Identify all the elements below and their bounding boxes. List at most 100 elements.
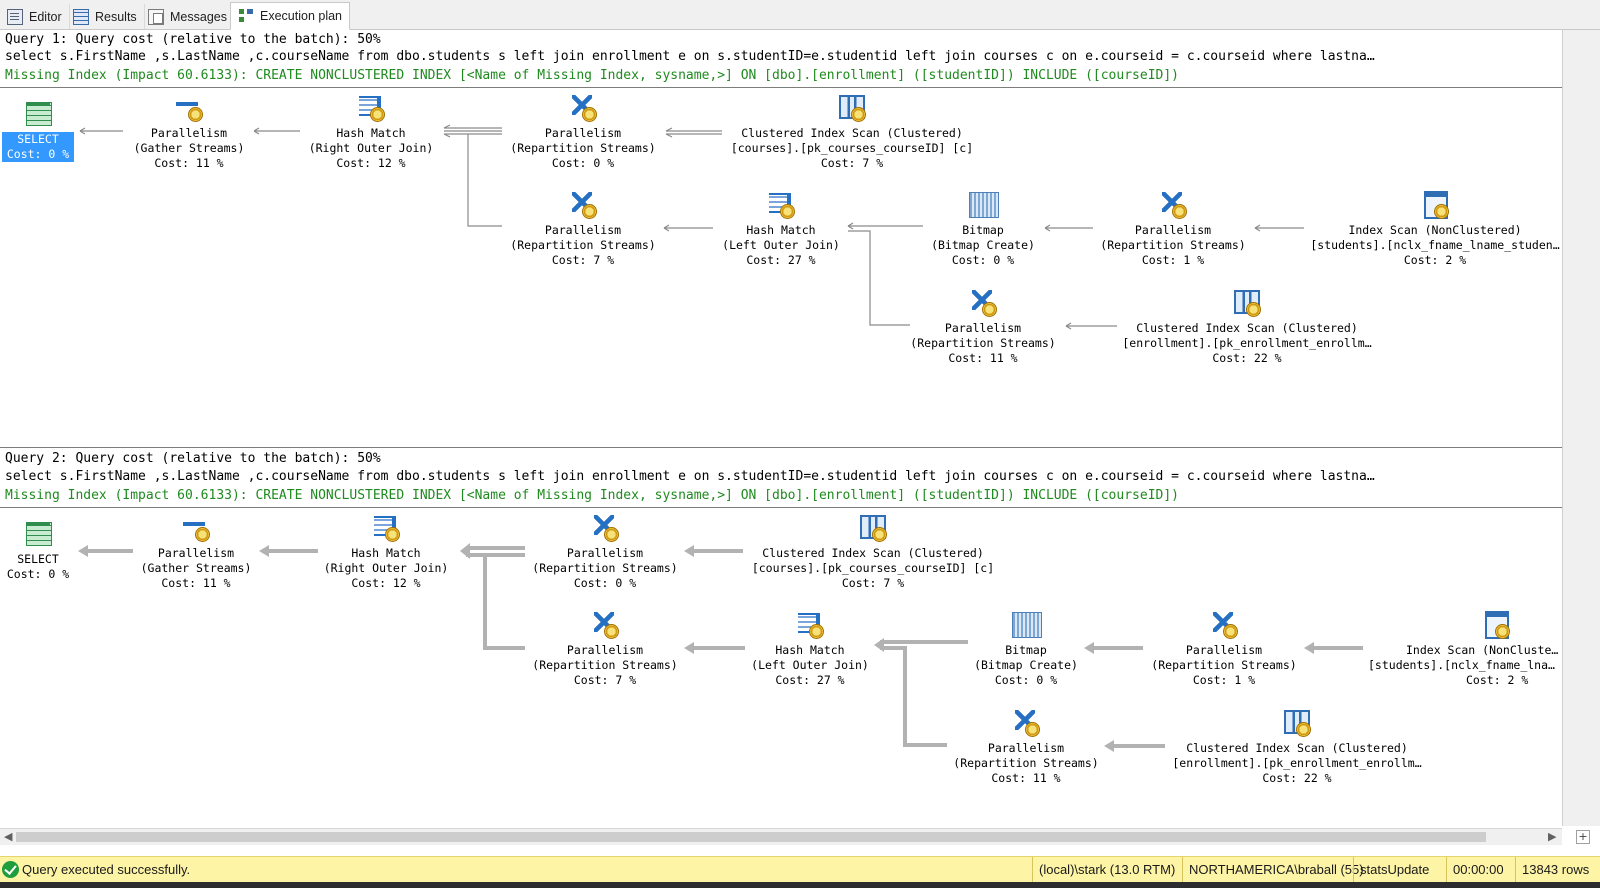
node-cost: Cost: 0 % — [573, 576, 637, 590]
plan1-select-node[interactable]: SELECT Cost: 0 % — [2, 98, 74, 162]
scroll-left-icon[interactable]: ◀ — [4, 830, 13, 843]
tab-results-label: Results — [95, 9, 137, 24]
node-label: Hash Match — [336, 126, 406, 140]
plan2-repartition-streams-node-d[interactable]: Parallelism (Repartition Streams) Cost: … — [926, 707, 1126, 786]
plan2-hash-match-left-outer-node[interactable]: Hash Match (Left Outer Join) Cost: 27 % — [710, 609, 910, 688]
node-label: Parallelism — [1134, 223, 1212, 237]
clustered-index-scan-icon — [857, 512, 889, 544]
node-sublabel: (Gather Streams) — [140, 561, 252, 575]
node-cost: Cost: 12 % — [336, 156, 406, 170]
hash-match-icon — [765, 189, 797, 221]
node-sublabel: (Right Outer Join) — [323, 561, 449, 575]
tab-editor[interactable]: Editor — [0, 4, 70, 29]
node-sublabel: (Repartition Streams) — [510, 141, 656, 155]
horizontal-scroll-thumb[interactable] — [16, 832, 1486, 842]
scroll-right-icon[interactable]: ▶ — [1548, 830, 1557, 843]
plan2-gather-streams-node[interactable]: Parallelism (Gather Streams) Cost: 11 % — [96, 512, 296, 591]
plan2-repartition-streams-node-c[interactable]: Parallelism (Repartition Streams) Cost: … — [1124, 609, 1324, 688]
node-cost: Cost: 22 % — [1262, 771, 1332, 785]
node-label: Clustered Index Scan (Clustered) — [1136, 321, 1358, 335]
plan1-hash-match-left-outer-node[interactable]: Hash Match (Left Outer Join) Cost: 27 % — [681, 189, 881, 268]
plan1-gather-streams-node[interactable]: Parallelism (Gather Streams) Cost: 11 % — [89, 92, 289, 171]
query2-sql-text: select s.FirstName ,s.LastName ,c.course… — [5, 469, 1375, 484]
plan1-repartition-streams-node-a[interactable]: Parallelism (Repartition Streams) Cost: … — [483, 92, 683, 171]
status-server: (local)\stark (13.0 RTM) — [1032, 857, 1181, 883]
results-tab-strip: Editor Results Messages Execution plan — [0, 0, 1600, 30]
node-sublabel: [students].[nclx_fname_lname_studen… — [1310, 238, 1560, 252]
plan2-index-scan-students-node[interactable]: Index Scan (NonClustered) [students].[nc… — [1368, 609, 1560, 688]
repartition-streams-icon — [589, 512, 621, 544]
node-label: Parallelism — [157, 546, 235, 560]
node-sublabel: (Bitmap Create) — [974, 658, 1078, 672]
node-sublabel: [students].[nclx_fname_lname_st — [1368, 658, 1560, 672]
plan2-bitmap-create-node[interactable]: Bitmap (Bitmap Create) Cost: 0 % — [926, 609, 1126, 688]
repartition-streams-icon — [1010, 707, 1042, 739]
status-rows: 13843 rows — [1515, 857, 1595, 883]
execution-plan-icon — [238, 8, 254, 24]
plan2-repartition-streams-node-a[interactable]: Parallelism (Repartition Streams) Cost: … — [505, 512, 705, 591]
node-cost: Cost: 11 % — [154, 156, 224, 170]
node-label: Clustered Index Scan (Clustered) — [741, 126, 963, 140]
node-sublabel: (Left Outer Join) — [722, 238, 840, 252]
query1-missing-index[interactable]: Missing Index (Impact 60.6133): CREATE N… — [5, 68, 1179, 83]
node-cost: Cost: 11 % — [948, 351, 1018, 365]
plan1-repartition-streams-node-d[interactable]: Parallelism (Repartition Streams) Cost: … — [883, 287, 1083, 366]
node-label: Parallelism — [150, 126, 228, 140]
plan1-bitmap-create-node[interactable]: Bitmap (Bitmap Create) Cost: 0 % — [883, 189, 1083, 268]
plan2-clustered-index-scan-courses-node[interactable]: Clustered Index Scan (Clustered) [course… — [743, 512, 1003, 591]
select-table-icon — [22, 518, 54, 550]
plan1-index-scan-students-node[interactable]: Index Scan (NonClustered) [students].[nc… — [1305, 189, 1565, 268]
plan1-clustered-index-scan-courses-node[interactable]: Clustered Index Scan (Clustered) [course… — [722, 92, 982, 171]
plan2-select-node[interactable]: SELECT Cost: 0 % — [0, 518, 138, 582]
node-cost: Cost: 1 % — [1192, 673, 1256, 687]
repartition-streams-icon — [567, 92, 599, 124]
node-cost: Cost: 1 % — [1141, 253, 1205, 267]
plan2-repartition-streams-node-b[interactable]: Parallelism (Repartition Streams) Cost: … — [505, 609, 705, 688]
tab-messages[interactable]: Messages — [141, 4, 235, 29]
gather-streams-icon — [180, 512, 212, 544]
query-divider — [0, 447, 1562, 448]
node-cost: Cost: 22 % — [1212, 351, 1282, 365]
node-sublabel: (Repartition Streams) — [532, 561, 678, 575]
node-cost: Cost: 7 % — [820, 156, 884, 170]
node-sublabel: (Repartition Streams) — [510, 238, 656, 252]
zoom-plus-icon[interactable]: + — [1576, 830, 1590, 844]
node-cost: Cost: 7 % — [551, 253, 615, 267]
vertical-scroll-area[interactable] — [1562, 30, 1600, 826]
status-elapsed: 00:00:00 — [1446, 857, 1510, 883]
query2-missing-index[interactable]: Missing Index (Impact 60.6133): CREATE N… — [5, 488, 1179, 503]
status-bar: Query executed successfully. (local)\sta… — [0, 856, 1600, 883]
node-label: Bitmap — [962, 223, 1004, 237]
node-sublabel: [enrollment].[pk_enrollment_enrollm… — [1122, 336, 1372, 350]
node-cost: Cost: 0 % — [994, 673, 1058, 687]
tab-execution-plan-label: Execution plan — [260, 9, 343, 23]
node-cost: Cost: 11 % — [991, 771, 1061, 785]
tab-results[interactable]: Results — [66, 4, 145, 29]
plan1-repartition-streams-node-c[interactable]: Parallelism (Repartition Streams) Cost: … — [1073, 189, 1273, 268]
plan1-repartition-streams-node-b[interactable]: Parallelism (Repartition Streams) Cost: … — [483, 189, 683, 268]
query2-cost-header: Query 2: Query cost (relative to the bat… — [5, 451, 381, 466]
node-label: Parallelism — [566, 546, 644, 560]
index-scan-icon — [1480, 609, 1512, 641]
status-user: NORTHAMERICA\braball (55) — [1182, 857, 1370, 883]
node-sublabel: [courses].[pk_courses_courseID] [c] — [751, 561, 995, 575]
tab-execution-plan[interactable]: Execution plan — [230, 2, 351, 30]
node-sublabel: (Gather Streams) — [133, 141, 245, 155]
gather-streams-icon — [173, 92, 205, 124]
plan1-hash-match-right-outer-node[interactable]: Hash Match (Right Outer Join) Cost: 12 % — [271, 92, 471, 171]
node-sublabel: (Repartition Streams) — [953, 756, 1099, 770]
tab-editor-label: Editor — [29, 9, 62, 24]
horizontal-scrollbar[interactable]: ◀ ▶ — [0, 828, 1562, 845]
node-sublabel: [enrollment].[pk_enrollment_enrollm… — [1172, 756, 1422, 770]
repartition-streams-icon — [1157, 189, 1189, 221]
plan1-clustered-index-scan-enrollment-node[interactable]: Clustered Index Scan (Clustered) [enroll… — [1117, 287, 1377, 366]
plan2-hash-match-right-outer-node[interactable]: Hash Match (Right Outer Join) Cost: 12 % — [286, 512, 486, 591]
hash-match-icon — [370, 512, 402, 544]
repartition-streams-icon — [1208, 609, 1240, 641]
plan2-clustered-index-scan-enrollment-node[interactable]: Clustered Index Scan (Clustered) [enroll… — [1167, 707, 1427, 786]
node-sublabel: (Bitmap Create) — [931, 238, 1035, 252]
node-sublabel: (Left Outer Join) — [751, 658, 869, 672]
index-scan-icon — [1419, 189, 1451, 221]
hash-match-icon — [355, 92, 387, 124]
tab-messages-label: Messages — [170, 9, 227, 24]
